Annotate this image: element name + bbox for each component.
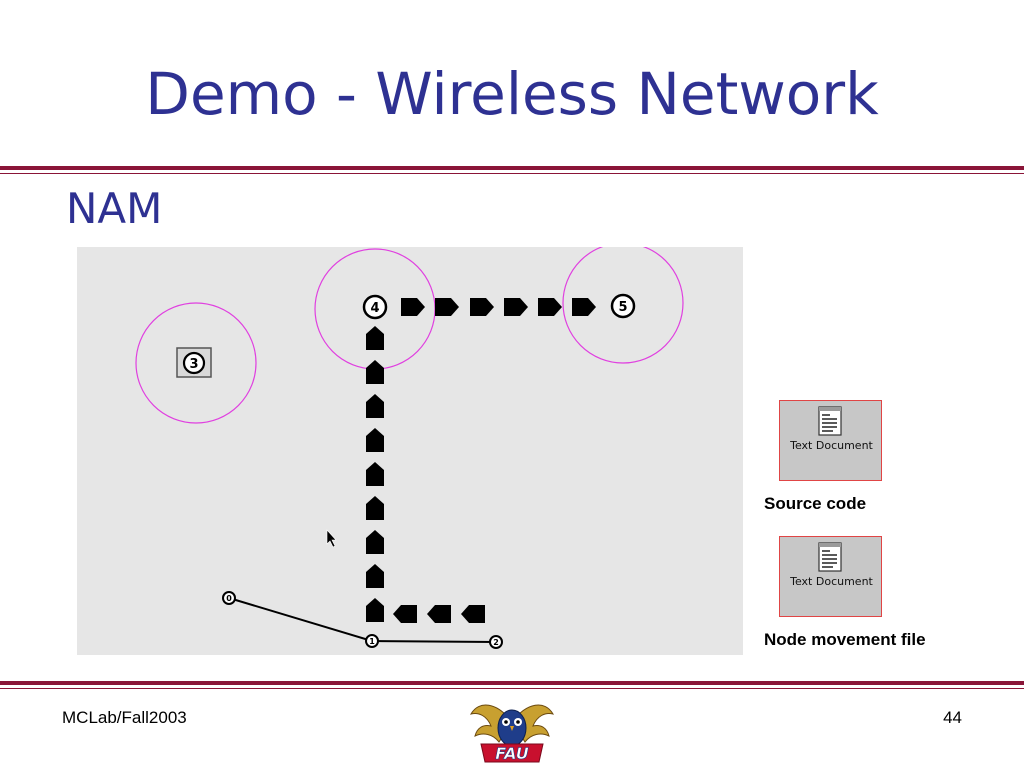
fau-owl-logo: FAU [467, 692, 557, 773]
title-divider-thin [0, 173, 1024, 174]
node-5[interactable]: 5 [610, 293, 636, 319]
file-type-label: Text Document [790, 575, 873, 588]
node-movement-file-icon[interactable]: Text Document [779, 536, 882, 617]
title-divider [0, 166, 1024, 170]
packet-flow-vertical [366, 326, 384, 622]
link-0-1 [228, 597, 373, 642]
text-document-icon [818, 406, 842, 436]
section-heading: NAM [66, 184, 163, 233]
node-1-label: 1 [369, 637, 375, 646]
node-2-label: 2 [493, 638, 499, 647]
footer-divider [0, 681, 1024, 685]
packet-flow-4-5 [401, 298, 596, 316]
footer-divider-thin [0, 688, 1024, 689]
node-3[interactable]: 3 [176, 347, 212, 378]
page-number: 44 [943, 708, 962, 727]
source-code-file-icon[interactable]: Text Document [779, 400, 882, 481]
node-5-label: 5 [618, 300, 627, 315]
text-document-icon [818, 542, 842, 572]
node-4-label: 4 [370, 301, 379, 316]
footer-course-label: MCLab/Fall2003 [62, 708, 187, 727]
packet-flow-bottom [393, 605, 485, 623]
logo-text: FAU [495, 744, 529, 763]
slide-title: Demo - Wireless Network [145, 60, 879, 128]
node-movement-caption: Node movement file [764, 630, 926, 649]
nam-canvas: 3 4 5 0 1 2 [135, 242, 684, 649]
node-0-label: 0 [226, 594, 232, 603]
range-circle-node-3 [135, 302, 257, 424]
source-code-caption: Source code [764, 494, 867, 513]
mouse-cursor-icon [326, 529, 337, 548]
nam-animation-panel[interactable]: 3 4 5 0 1 2 [77, 242, 743, 655]
node-1[interactable]: 1 [365, 634, 379, 648]
node-4[interactable]: 4 [362, 294, 388, 320]
node-2[interactable]: 2 [489, 635, 503, 649]
file-type-label: Text Document [790, 439, 873, 452]
node-3-label: 3 [189, 357, 198, 372]
node-0[interactable]: 0 [222, 591, 236, 605]
link-1-2 [371, 640, 497, 643]
